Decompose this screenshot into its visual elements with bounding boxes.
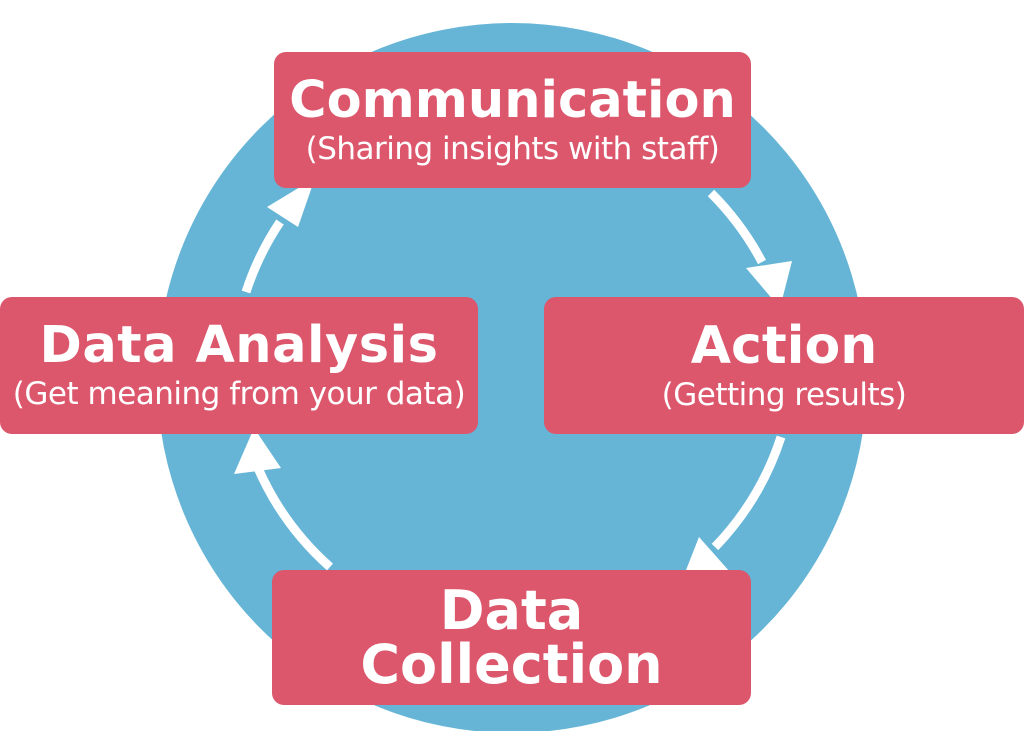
arrowhead-communication-to-action	[746, 261, 792, 308]
communication-subtitle: (Sharing insights with staff)	[305, 130, 720, 167]
data-analysis-title: Data Analysis	[39, 316, 439, 376]
communication-box: Communication (Sharing insights with sta…	[274, 52, 751, 188]
action-subtitle: (Getting results)	[661, 376, 907, 413]
data-collection-box: Data Collection	[272, 570, 751, 705]
arrow-action-to-collection	[711, 435, 786, 551]
communication-title: Communication	[289, 70, 736, 130]
data-collection-title-line1: Data	[439, 578, 584, 642]
data-analysis-box: Data Analysis (Get meaning from your dat…	[0, 297, 478, 434]
background-circle	[157, 23, 867, 731]
arrow-collection-to-analysis	[253, 466, 333, 571]
arrowhead-collection-to-analysis	[234, 428, 281, 474]
data-collection-title-line2: Collection	[360, 632, 663, 696]
data-analysis-subtitle: (Get meaning from your data)	[12, 376, 466, 413]
arrow-analysis-to-communication	[241, 219, 284, 294]
action-title: Action	[690, 315, 878, 376]
arrowhead-analysis-to-communication	[267, 178, 315, 227]
arrow-communication-to-action	[707, 189, 766, 265]
action-box: Action (Getting results)	[544, 297, 1024, 434]
